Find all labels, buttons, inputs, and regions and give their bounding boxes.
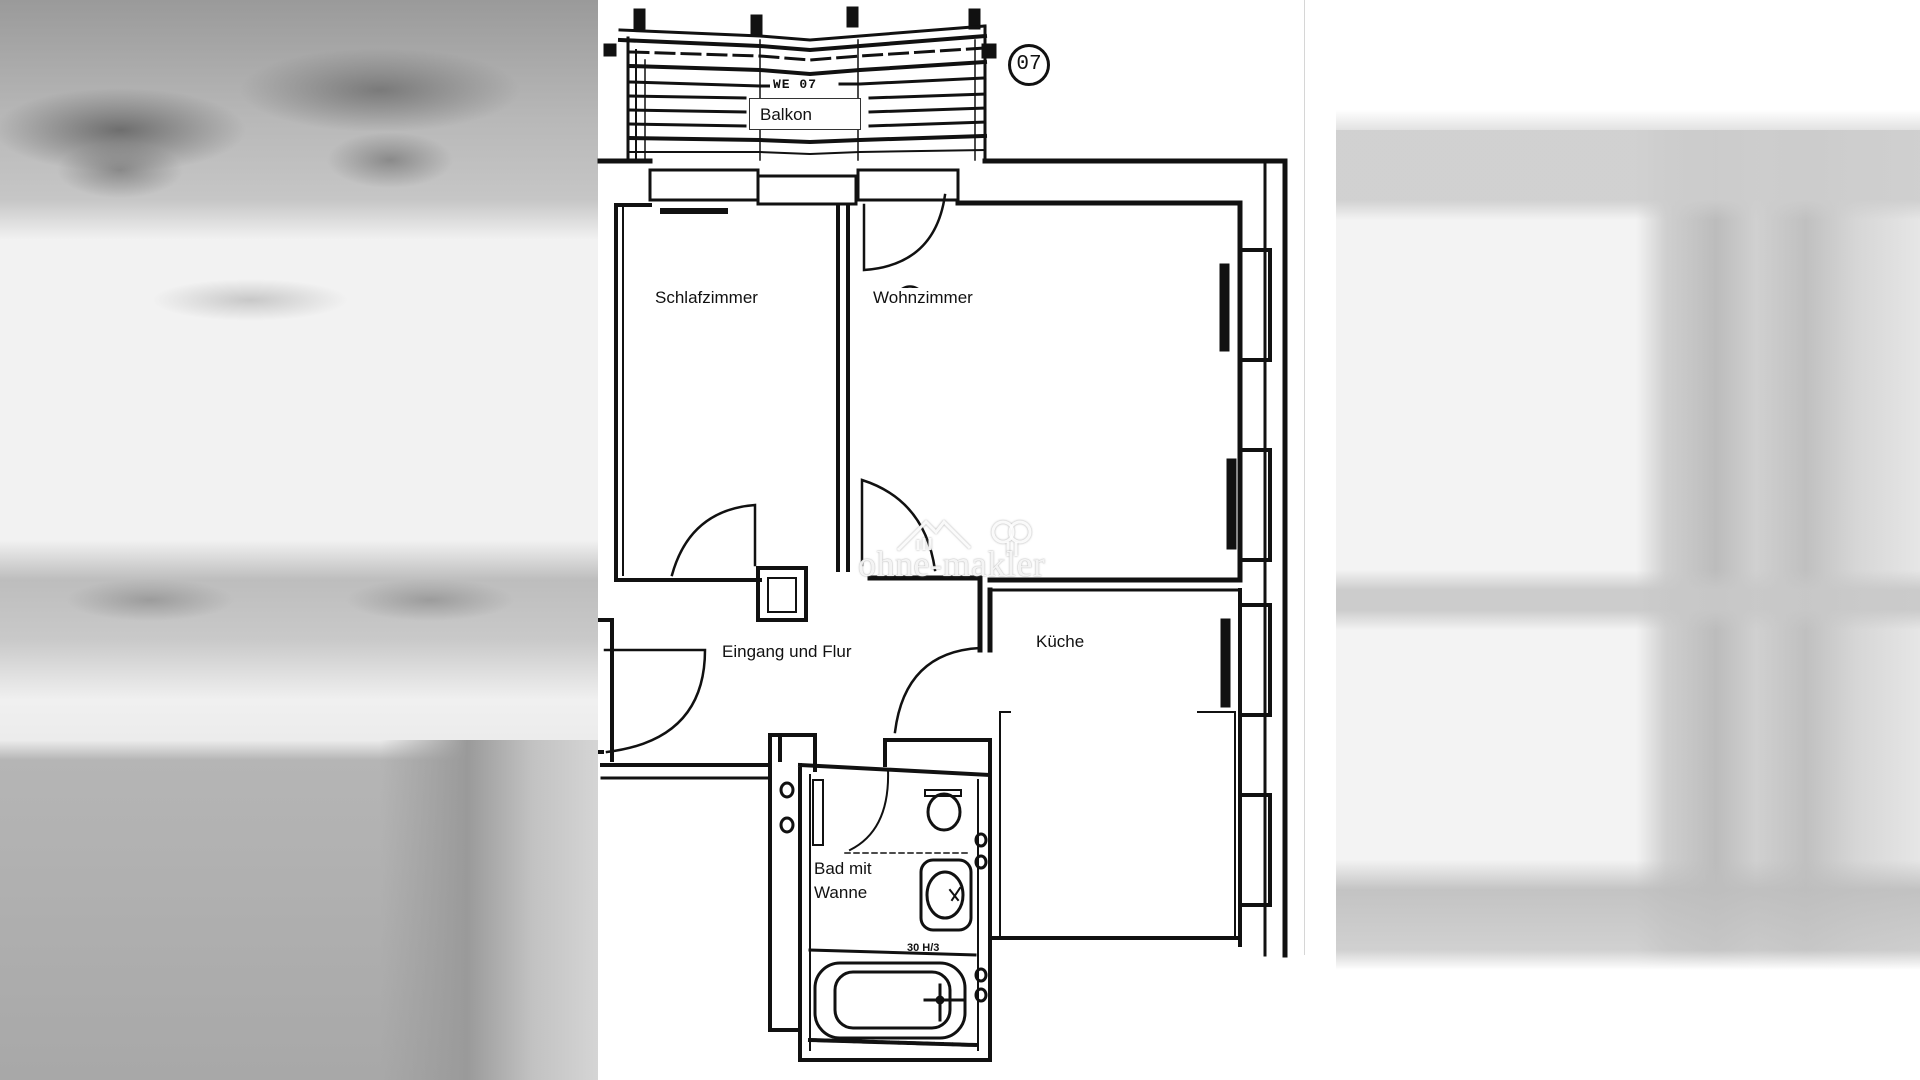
entrance-walls [598,618,817,1032]
room-label-bad-line1: Bad mit [814,859,872,879]
hallway-niche [756,566,808,622]
bath-door-swing [848,768,890,852]
pipe-fittings [779,781,988,1003]
bathroom-walls [797,738,992,1062]
room-label-wohnzimmer: Wohnzimmer [873,288,973,308]
room-label-schlafzimmer: Schlafzimmer [655,288,758,308]
toilet [926,792,962,832]
panel-margin [1304,0,1336,1080]
blurred-background-right [1336,0,1920,1080]
facade-window-bays [1241,248,1272,907]
room-label-balkon: Balkon [749,98,861,130]
bath-annotation: 30 H/3 [907,942,940,954]
living-kitchen-walls [867,575,1243,653]
room-label-bad-line2: Wanne [814,883,868,903]
room-label-eingang: Eingang und Flur [722,642,852,662]
unit-tag: WE 07 [770,77,821,92]
room-label-kueche: Küche [1036,632,1085,652]
bedroom-walls [614,203,850,582]
radiator-bedroom [660,208,728,214]
panel-edge-line [1304,0,1305,955]
balcony-structure [603,6,997,162]
kitchen-walls [988,588,1242,947]
blurred-background-left [0,0,598,1080]
unit-number-badge: 07 [1008,44,1050,86]
sink [919,858,973,932]
exterior-walls [597,158,1288,958]
radiators [1219,263,1237,708]
door-swings [603,193,982,754]
